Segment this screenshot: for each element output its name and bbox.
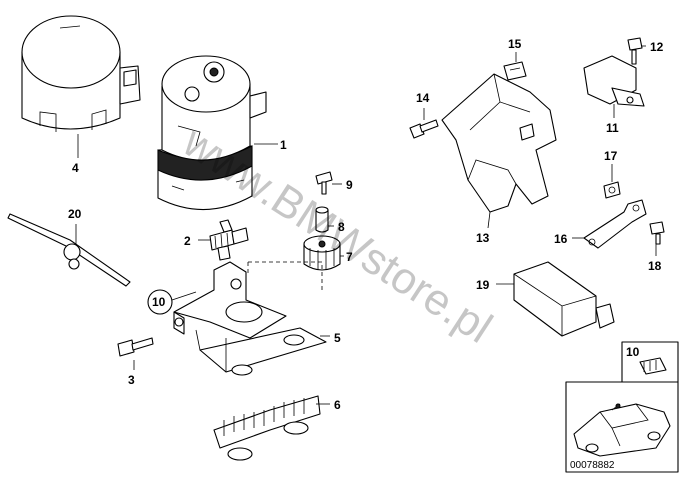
part-13-holder xyxy=(441,73,557,213)
part-15-clip-nut xyxy=(503,61,527,81)
part-14-bolt xyxy=(409,119,439,139)
callout-17: 17 xyxy=(604,149,618,163)
callout-16: 16 xyxy=(554,232,568,246)
callout-18: 18 xyxy=(648,259,662,273)
callout-1: 1 xyxy=(280,138,287,152)
callout-5: 5 xyxy=(334,331,341,345)
callout-9: 9 xyxy=(346,178,353,192)
leader-lines xyxy=(75,45,657,405)
part-16-strap xyxy=(583,199,647,249)
part-2-fitting xyxy=(209,219,249,261)
part-8-sleeve xyxy=(315,206,329,233)
part-17-nut xyxy=(603,181,621,199)
part-3-bolt xyxy=(117,337,154,357)
callout-4: 4 xyxy=(72,161,79,175)
callout-14: 14 xyxy=(416,91,430,105)
callout-12: 12 xyxy=(650,40,664,54)
callout-6: 6 xyxy=(334,398,341,412)
callout-10-circle xyxy=(147,289,173,315)
callout-7: 7 xyxy=(346,250,353,264)
callout-15: 15 xyxy=(508,37,522,51)
part-12-screw xyxy=(627,37,643,65)
part-7-rubber-mount xyxy=(303,235,341,271)
part-19-control-unit xyxy=(513,261,615,337)
callout-3: 3 xyxy=(128,373,135,387)
callout-20: 20 xyxy=(68,207,82,221)
callout-10-legend: 10 xyxy=(626,345,640,359)
callout-2: 2 xyxy=(184,234,191,248)
callout-13: 13 xyxy=(476,231,490,245)
callout-19: 19 xyxy=(476,278,490,292)
part-18-screw xyxy=(649,221,665,245)
diagram-code: 00078882 xyxy=(570,460,615,471)
part-5-bracket xyxy=(173,261,327,376)
part-4-cover xyxy=(21,15,141,132)
part-1-pump-motor xyxy=(157,55,267,211)
callout-8: 8 xyxy=(338,220,345,234)
part-9-screw xyxy=(315,171,333,195)
callout-11: 11 xyxy=(606,121,619,135)
part-6-grommets xyxy=(213,395,321,461)
part-20-cable-tie xyxy=(7,213,131,287)
part-11-sensor xyxy=(583,55,645,107)
callout-10: 10 xyxy=(152,295,166,309)
vehicle-legend-box xyxy=(565,341,679,473)
